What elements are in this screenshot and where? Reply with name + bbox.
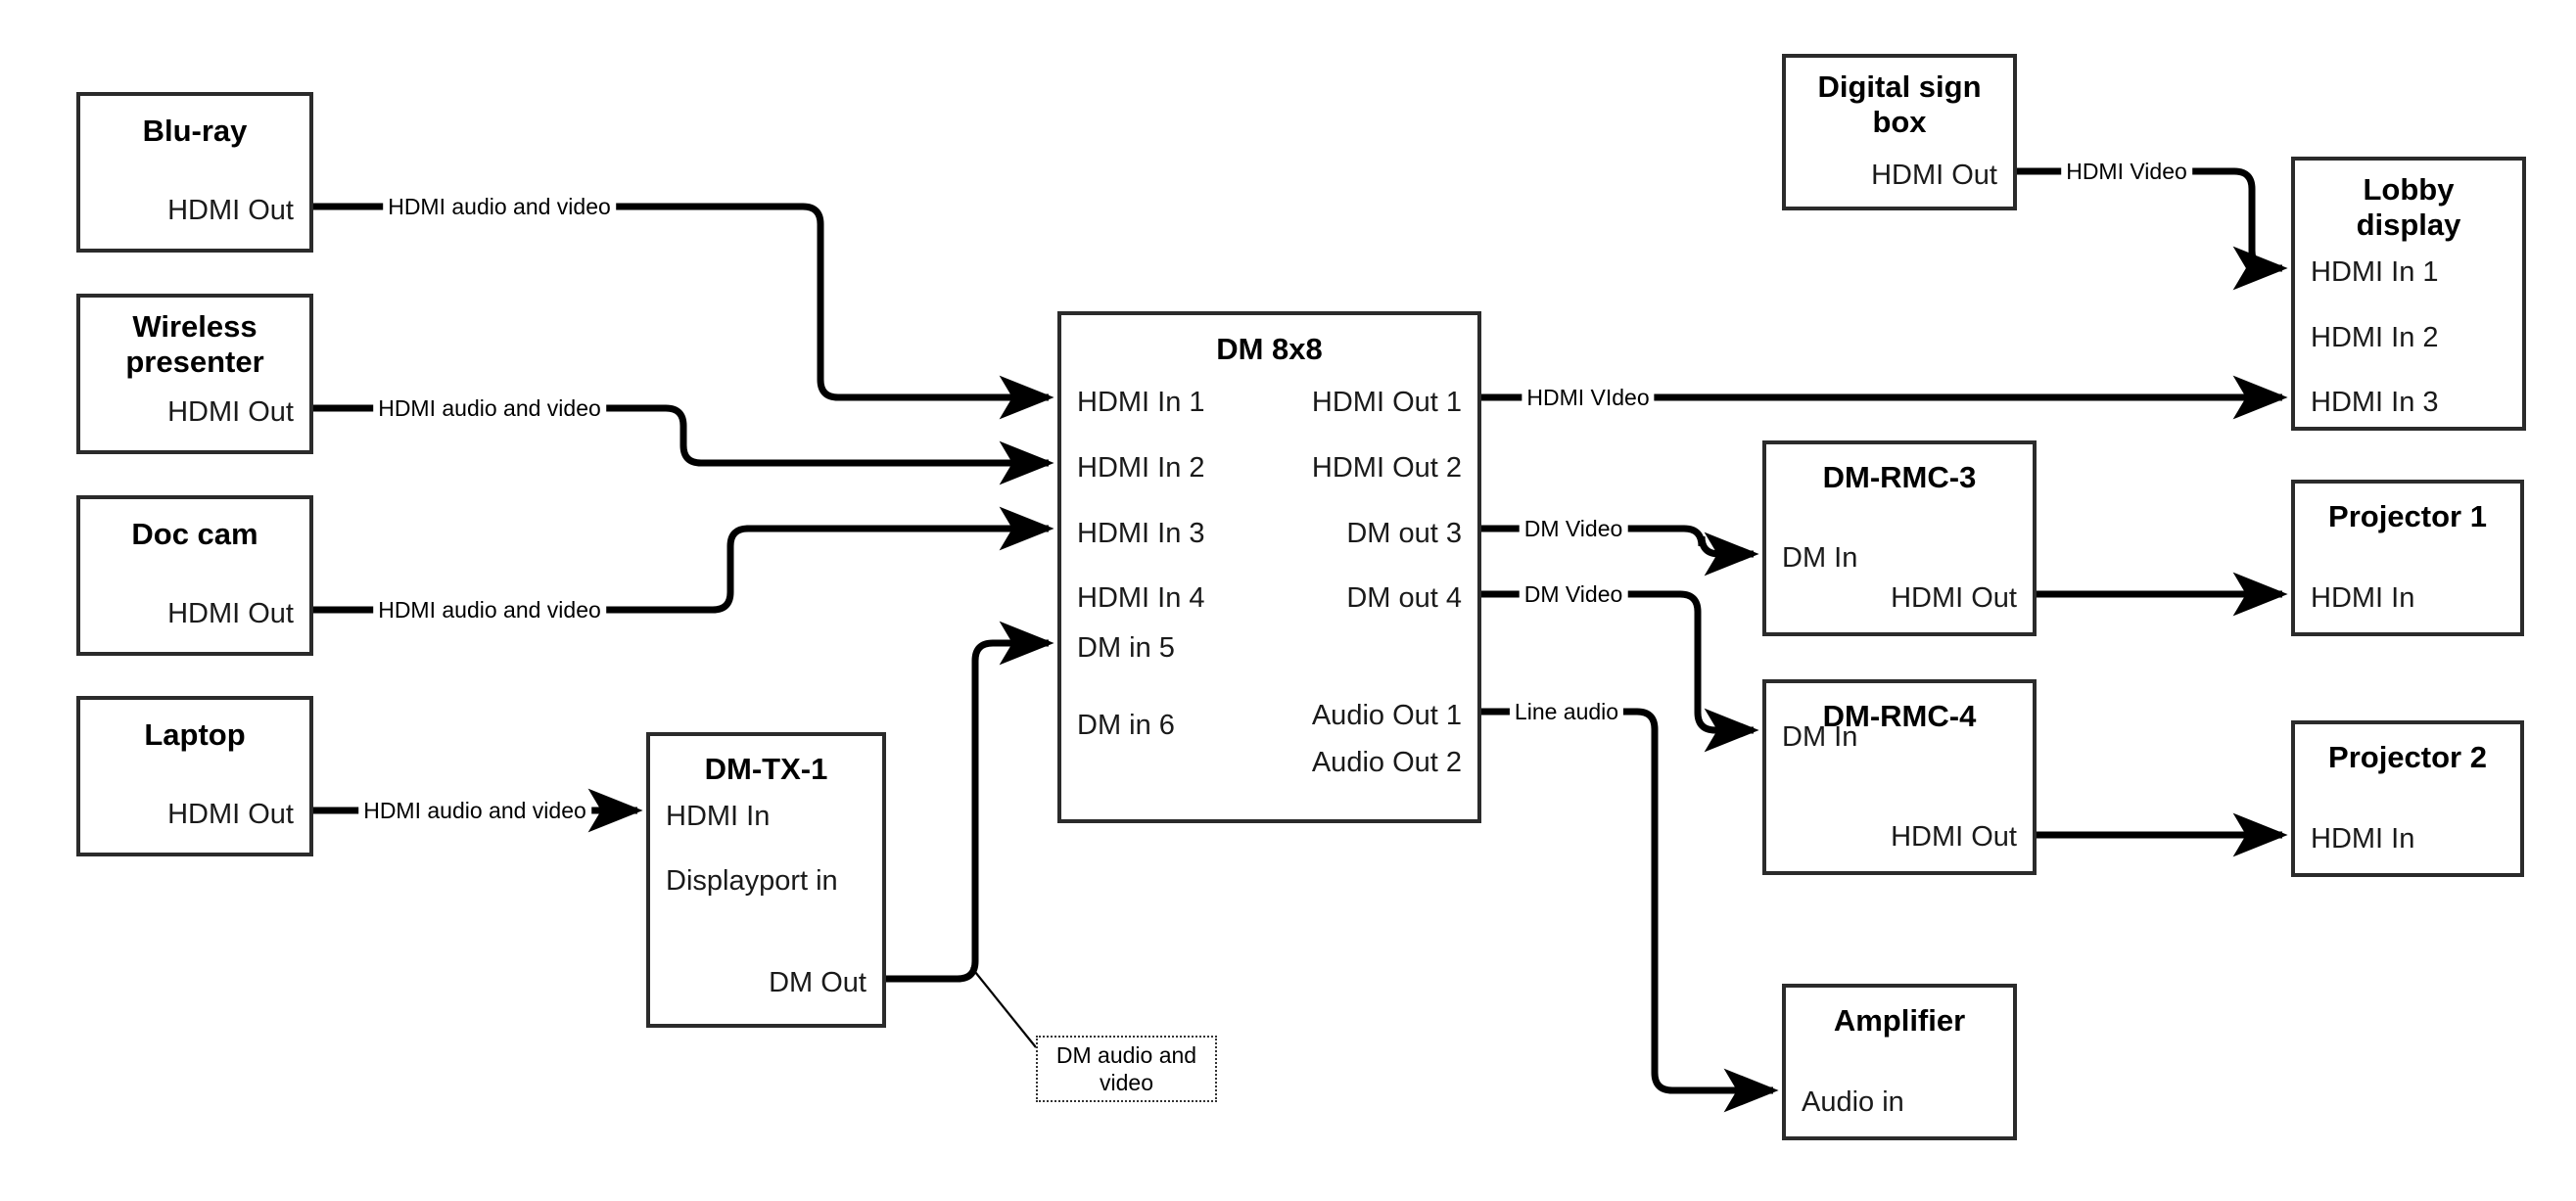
node-dm-8x8[interactable]: DM 8x8 HDMI In 1 HDMI In 2 HDMI In 3 HDM…: [1057, 311, 1481, 823]
node-dm-8x8-input-hdmi-in-4[interactable]: HDMI In 4: [1077, 582, 1205, 614]
node-dm-rmc-3-title: DM-RMC-3: [1822, 460, 1977, 494]
node-projector-1-port-hdmi-in[interactable]: HDMI In: [2311, 582, 2415, 614]
node-lobby-display-port-hdmi-in-2[interactable]: HDMI In 2: [2311, 322, 2439, 353]
node-laptop[interactable]: Laptop HDMI Out: [76, 696, 313, 856]
wire-audio-out-1-to-amplifier: [1481, 708, 1779, 1113]
node-dm-tx-1-title: DM-TX-1: [704, 752, 828, 786]
node-dm-8x8-output-hdmi-out-1[interactable]: HDMI Out 1: [1311, 387, 1462, 418]
node-dm-8x8-output-audio-out-2[interactable]: Audio Out 2: [1311, 747, 1462, 778]
node-dm-tx-1-port-hdmi-in[interactable]: HDMI In: [666, 801, 771, 832]
node-dm-8x8-title: DM 8x8: [1216, 332, 1323, 366]
node-dm-8x8-output-hdmi-out-2[interactable]: HDMI Out 2: [1311, 452, 1462, 484]
node-dm-rmc-4[interactable]: DM-RMC-4 DM In HDMI Out: [1762, 679, 2037, 875]
node-dm-8x8-output-dm-out-3[interactable]: DM out 3: [1346, 518, 1462, 549]
node-lobby-display-port-hdmi-in-1[interactable]: HDMI In 1: [2311, 256, 2439, 288]
wire-label-dm-out-3-to-rmc3: DM Video: [1519, 516, 1628, 541]
node-digital-sign-box-title: Digital sign box: [1817, 69, 1982, 139]
node-amplifier-title: Amplifier: [1833, 1003, 1966, 1038]
node-doc-cam-port-hdmi-out[interactable]: HDMI Out: [167, 598, 294, 629]
node-doc-cam[interactable]: Doc cam HDMI Out: [76, 495, 313, 656]
wire-bluray-to-hdmi-in-1: [313, 203, 1054, 420]
node-dm-8x8-output-dm-out-4[interactable]: DM out 4: [1346, 582, 1462, 614]
wire-label-laptop-to-dmtx: HDMI audio and video: [358, 798, 591, 823]
node-dm-rmc-3[interactable]: DM-RMC-3 DM In HDMI Out: [1762, 440, 2037, 636]
node-wireless-presenter-port-hdmi-out[interactable]: HDMI Out: [167, 396, 294, 428]
node-dm-8x8-input-dm-in-5[interactable]: DM in 5: [1077, 632, 1175, 664]
wire-label-audio-out-1-to-amplifier: Line audio: [1509, 699, 1624, 724]
node-dm-8x8-input-hdmi-in-3[interactable]: HDMI In 3: [1077, 518, 1205, 549]
node-wireless-presenter[interactable]: Wireless presenter HDMI Out: [76, 294, 313, 454]
node-dm-tx-1-port-dm-out[interactable]: DM Out: [769, 967, 866, 998]
node-dm-rmc-3-port-dm-in[interactable]: DM In: [1782, 542, 1858, 574]
wire-label-hdmi-out-1-to-lobby: HDMI VIdeo: [1522, 385, 1655, 410]
wire-label-bluray-to-in1: HDMI audio and video: [383, 194, 616, 219]
node-bluray-port-hdmi-out[interactable]: HDMI Out: [167, 195, 294, 226]
node-lobby-display[interactable]: Lobby display HDMI In 1 HDMI In 2 HDMI I…: [2291, 157, 2526, 431]
wire-label-doccam-to-in3: HDMI audio and video: [373, 597, 606, 623]
node-amplifier-port-audio-in[interactable]: Audio in: [1802, 1086, 1904, 1118]
node-projector-2-port-hdmi-in[interactable]: HDMI In: [2311, 823, 2415, 855]
node-amplifier[interactable]: Amplifier Audio in: [1782, 984, 2017, 1140]
wire-digitalsign-to-lobby-hdmi-in-1: [2017, 167, 2288, 291]
node-lobby-display-port-hdmi-in-3[interactable]: HDMI In 3: [2311, 387, 2439, 418]
node-dm-rmc-3-port-hdmi-out[interactable]: HDMI Out: [1891, 582, 2017, 614]
node-dm-8x8-input-hdmi-in-1[interactable]: HDMI In 1: [1077, 387, 1205, 418]
node-dm-rmc-4-port-hdmi-out[interactable]: HDMI Out: [1891, 821, 2017, 853]
node-projector-2-title: Projector 2: [2328, 740, 2487, 774]
node-bluray-title: Blu-ray: [142, 114, 248, 148]
wire-label-digitalsign-to-lobby: HDMI Video: [2061, 159, 2192, 184]
node-wireless-presenter-title: Wireless presenter: [125, 309, 264, 379]
node-laptop-port-hdmi-out[interactable]: HDMI Out: [167, 799, 294, 830]
node-digital-sign-box-port-hdmi-out[interactable]: HDMI Out: [1871, 160, 1997, 191]
node-projector-1-title: Projector 1: [2328, 499, 2487, 533]
node-dm-tx-1[interactable]: DM-TX-1 HDMI In Displayport in DM Out: [646, 732, 886, 1028]
leader-line-dm-audio-video-note: [970, 966, 1037, 1048]
wire-label-dm-out-4-to-rmc4: DM Video: [1519, 581, 1628, 607]
node-dm-rmc-4-title: DM-RMC-4: [1822, 699, 1977, 733]
node-bluray[interactable]: Blu-ray HDMI Out: [76, 92, 313, 253]
wire-label-wireless-to-in2: HDMI audio and video: [373, 395, 606, 421]
node-projector-2[interactable]: Projector 2 HDMI In: [2291, 720, 2524, 877]
wire-dmtx-dmout-to-dm-in-5: [886, 621, 1054, 983]
node-lobby-display-title: Lobby display: [2356, 172, 2461, 242]
node-digital-sign-box[interactable]: Digital sign box HDMI Out: [1782, 54, 2017, 210]
node-dm-8x8-input-hdmi-in-2[interactable]: HDMI In 2: [1077, 452, 1205, 484]
node-dm-tx-1-port-displayport-in[interactable]: Displayport in: [666, 865, 838, 897]
node-dm-8x8-input-dm-in-6[interactable]: DM in 6: [1077, 710, 1175, 741]
annotation-dm-audio-and-video: DM audio and video: [1036, 1036, 1217, 1102]
node-projector-1[interactable]: Projector 1 HDMI In: [2291, 480, 2524, 636]
node-dm-rmc-4-port-dm-in[interactable]: DM In: [1782, 721, 1858, 753]
node-dm-8x8-output-audio-out-1[interactable]: Audio Out 1: [1311, 700, 1462, 731]
node-doc-cam-title: Doc cam: [131, 517, 258, 551]
node-laptop-title: Laptop: [144, 717, 246, 752]
